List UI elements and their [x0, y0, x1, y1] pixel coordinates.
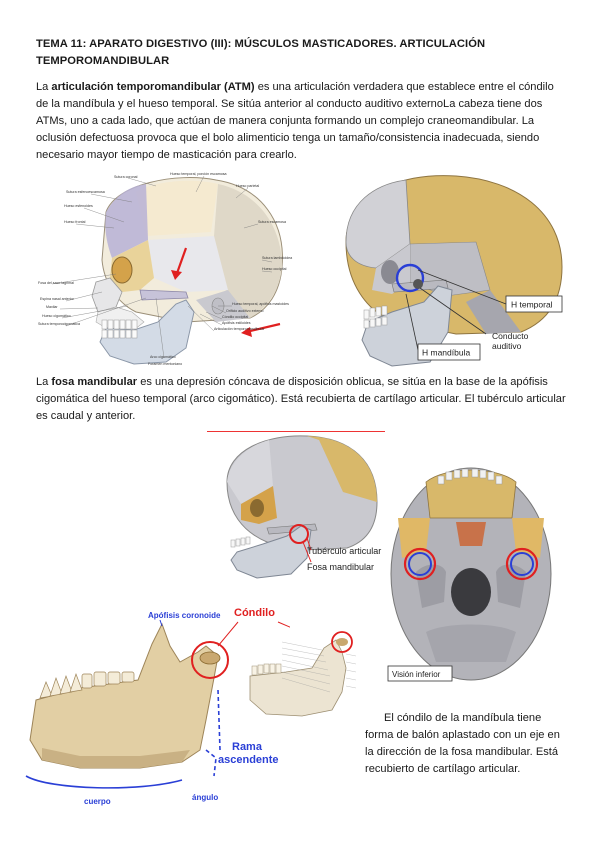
skull-lateral-illustration: Sutura coronal Hueso temporal, porción e…	[38, 172, 292, 366]
figure-skull-lateral: Sutura coronal Hueso temporal, porción e…	[36, 172, 304, 370]
label-foramen-mentoniano: Foramen mentoniano	[148, 362, 182, 366]
label-esfenoescamosa: Sutura esfenoescamosa	[66, 190, 105, 194]
label-ascendente: ascendente	[218, 754, 279, 766]
label-tuberculo: Tubérculo articular	[307, 546, 381, 556]
label-lambdoidea: Sutura lambdoidea	[262, 256, 292, 260]
label-sutura-coronal: Sutura coronal	[114, 175, 138, 179]
para1-text-b: es una articulación verdadera que establ…	[36, 81, 554, 161]
label-arco-cigomatico: Arco cigomático	[150, 355, 176, 359]
caption-condilo: El cóndilo de la mandíbula tiene forma d…	[365, 710, 565, 778]
para1-bold-term: articulación temporomandibular (ATM)	[51, 81, 255, 93]
label-condilo: Cóndilo	[234, 607, 275, 619]
label-conducto-1: Conducto	[492, 331, 529, 341]
mandibula-detalle-illustration	[249, 631, 357, 717]
label-atm: Articulación temporomandibular	[214, 327, 265, 331]
label-cigomatico: Hueso cigomático	[42, 314, 71, 318]
para2-bold-term: fosa mandibular	[51, 376, 138, 388]
label-maxilar: Maxilar	[46, 305, 58, 309]
label-esfenoides: Hueso esfenoides	[64, 204, 93, 208]
label-fosa: Fosa mandibular	[307, 562, 374, 572]
caption-text: El cóndilo de la mandíbula tiene forma d…	[365, 712, 560, 775]
label-orificio-auditivo: Orificio auditivo externo	[226, 309, 264, 313]
label-saco-lagrimal: Fosa del saco lagrimal	[38, 281, 74, 285]
label-condilo-occipital: Cóndilo occipital	[222, 315, 248, 319]
para2-text-a: La	[36, 376, 52, 388]
label-sutura-escamosa: Sutura escamosa	[258, 220, 286, 224]
paragraph-fosa: La fosa mandibular es una depresión cónc…	[36, 374, 566, 425]
label-rama: Rama	[232, 741, 263, 753]
paragraph-atm: La articulación temporomandibular (ATM) …	[36, 79, 566, 164]
figure-base-craneo: Visión inferior	[386, 462, 556, 684]
label-angulo: ángulo	[192, 793, 218, 802]
label-mastoides: Hueso temporal, apófisis mastoides	[232, 302, 289, 306]
figure-skull-atm: H temporal Conducto auditivo H mandíbula	[306, 172, 566, 370]
label-conducto-2: auditivo	[492, 341, 522, 351]
para2-text-b: es una depresión cóncava de disposición …	[36, 376, 566, 422]
figure-mandibula-detalle	[242, 612, 362, 726]
label-h-temporal: H temporal	[511, 300, 553, 310]
label-h-mandibula: H mandíbula	[422, 348, 470, 358]
label-estiloides: Apófisis estiloides	[222, 321, 251, 325]
label-vision-inferior: Visión inferior	[392, 670, 441, 679]
label-apofisis-coronoide: Apófisis coronoide	[148, 611, 221, 620]
label-temporocigomatica: Sutura temporocigomática	[38, 322, 80, 326]
label-espina-nasal: Espina nasal anterior	[40, 297, 75, 301]
mandibula-illustration: Apófisis coronoide Cóndilo Rama ascenden…	[25, 607, 290, 806]
label-frontal: Hueso frontal	[64, 220, 86, 224]
label-parietal: Hueso parietal	[236, 184, 259, 188]
label-temporal-escamosa: Hueso temporal, porción escamosa	[170, 172, 227, 176]
skull-atm-illustration: H temporal Conducto auditivo H mandíbula	[306, 172, 566, 370]
label-occipital: Hueso occipital	[262, 267, 287, 271]
page-title: TEMA 11: APARATO DIGESTIVO (III): MÚSCUL…	[36, 38, 486, 67]
figure-divider-line	[207, 431, 385, 432]
label-cuerpo: cuerpo	[84, 797, 111, 806]
para1-text-a: La	[36, 81, 52, 93]
base-craneo-illustration: Visión inferior	[387, 467, 552, 682]
figure-skull-tuberculo: Tubérculo articular Fosa mandibular	[207, 432, 385, 582]
skull-tuberculo-illustration: Tubérculo articular Fosa mandibular	[226, 435, 381, 579]
figure-mandibula: Apófisis coronoide Cóndilo Rama ascenden…	[20, 600, 290, 815]
